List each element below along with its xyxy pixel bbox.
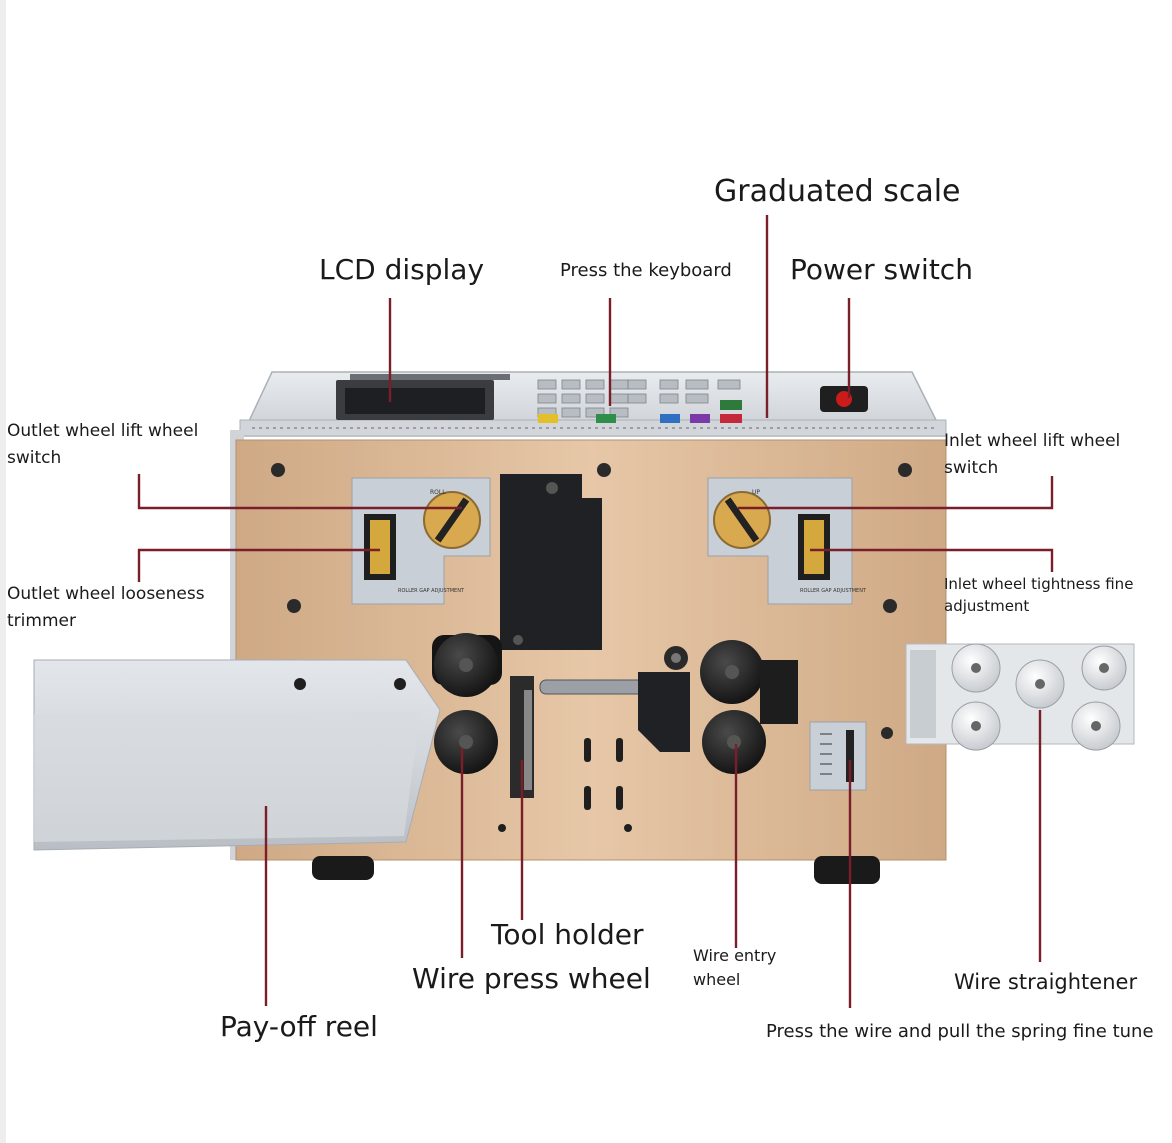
label-wire-entry-wheel: Wire entry wheel bbox=[693, 946, 777, 989]
knob-text-left: ROLL bbox=[430, 489, 446, 496]
label-power-switch: Power switch bbox=[790, 253, 973, 286]
label-tool-holder: Tool holder bbox=[491, 918, 644, 951]
label-wire-press-wheel: Wire press wheel bbox=[412, 962, 651, 995]
left-edge-strip bbox=[0, 0, 6, 1143]
label-lcd-display: LCD display bbox=[319, 253, 485, 286]
inlet-rollers bbox=[700, 640, 798, 774]
adjust-slots bbox=[498, 738, 632, 832]
leader-lines bbox=[137, 215, 1054, 1008]
machine-feet bbox=[312, 856, 880, 884]
keypad-graphic bbox=[537, 379, 742, 423]
label-outlet-looseness-trimmer: Outlet wheel looseness trimmer bbox=[7, 584, 205, 631]
spring-scale-graphic bbox=[809, 721, 867, 791]
outlet-rollers bbox=[432, 633, 502, 774]
inlet-roller-gap-plate: ROLLER GAP ADJUSTMENT UP bbox=[707, 477, 867, 605]
pay-off-reel-graphic bbox=[33, 659, 441, 851]
knob-text-right: UP bbox=[752, 489, 760, 496]
label-spring-fine-tune: Press the wire and pull the spring fine … bbox=[766, 1021, 1154, 1042]
label-wire-straightener: Wire straightener bbox=[954, 970, 1138, 994]
roller-gap-text-right: ROLLER GAP ADJUSTMENT bbox=[800, 588, 867, 594]
label-pay-off-reel: Pay-off reel bbox=[220, 1010, 378, 1043]
label-graduated-scale: Graduated scale bbox=[714, 174, 961, 209]
roller-gap-text-left: ROLLER GAP ADJUSTMENT bbox=[398, 588, 465, 594]
label-outlet-lift-switch: Outlet wheel lift wheel switch bbox=[7, 421, 199, 468]
label-inlet-tightness-adjustment: Inlet wheel tightness fine adjustment bbox=[944, 575, 1134, 615]
lcd-display-graphic bbox=[336, 374, 510, 420]
outlet-roller-gap-plate: ROLLER GAP ADJUSTMENT ROLL bbox=[351, 477, 491, 605]
power-switch-graphic bbox=[820, 386, 868, 412]
wire-straightener-graphic bbox=[905, 643, 1135, 751]
label-inlet-lift-switch: Inlet wheel lift wheel switch bbox=[944, 431, 1121, 478]
tool-arm-graphic bbox=[539, 646, 690, 752]
label-press-keyboard: Press the keyboard bbox=[560, 260, 732, 281]
